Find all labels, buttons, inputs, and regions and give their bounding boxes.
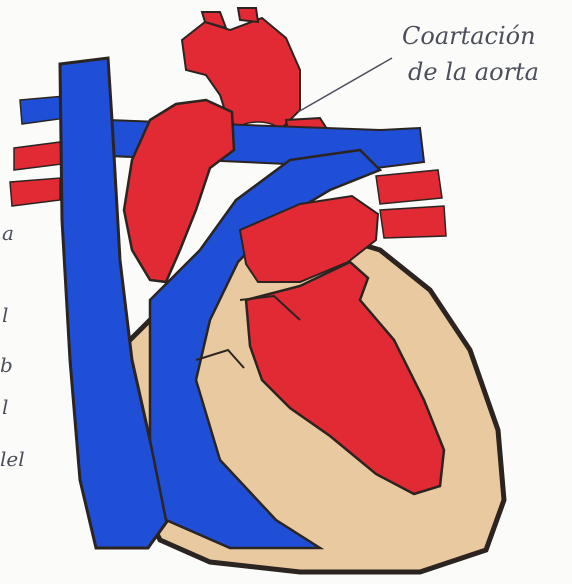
annotation-line-1: Coartación: [402, 22, 536, 50]
annotation-pointer-line: [298, 58, 392, 112]
edge-mark-1: a: [2, 221, 14, 245]
edge-mark-4: l: [2, 395, 8, 419]
edge-mark-5: lel: [0, 447, 25, 471]
edge-mark-3: b: [0, 353, 13, 377]
pulmonary-veins-right: [376, 170, 446, 238]
pulmonary-veins-left: [10, 142, 62, 206]
annotation-line-2: de la aorta: [408, 58, 539, 86]
edge-mark-2: l: [2, 303, 8, 327]
